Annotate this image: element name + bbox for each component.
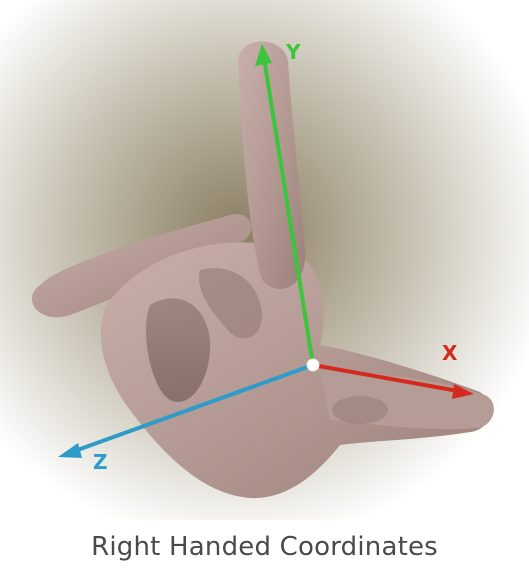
hand-illustration bbox=[0, 0, 529, 520]
origin-point bbox=[307, 359, 319, 371]
y-axis-label: Y bbox=[286, 42, 300, 62]
thumb-highlight bbox=[332, 396, 388, 424]
z-axis-label: Z bbox=[93, 452, 108, 472]
diagram-caption: Right Handed Coordinates bbox=[0, 532, 529, 562]
x-axis-label: X bbox=[442, 343, 457, 363]
